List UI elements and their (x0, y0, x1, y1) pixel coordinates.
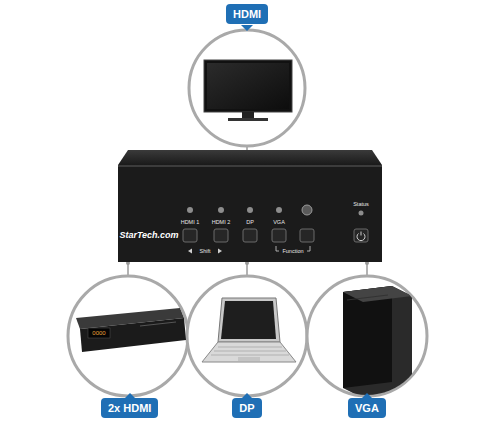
art-shape (243, 229, 257, 242)
art-shape (80, 318, 186, 352)
art-shape (211, 347, 289, 355)
port-label: HDMI 2 (212, 219, 231, 225)
art-shape (187, 276, 307, 396)
art-shape (188, 249, 192, 254)
art-shape (343, 286, 412, 398)
switch-box (118, 150, 382, 262)
port-name: VGA (355, 401, 379, 415)
device-circle (68, 30, 427, 396)
art-shape (238, 357, 260, 361)
port-name: HDMI (233, 7, 261, 21)
set-top-box (76, 308, 186, 352)
tower-pc (343, 286, 412, 398)
art-shape (361, 232, 362, 236)
art-shape (211, 355, 289, 356)
art-shape (228, 118, 268, 121)
art-shape (276, 207, 282, 213)
port-label: HDMI 1 (181, 219, 200, 225)
art-shape (68, 276, 188, 396)
port-label: DP (246, 219, 254, 225)
art-shape (204, 60, 292, 112)
art-shape (359, 211, 364, 216)
art-shape (207, 63, 289, 109)
art-shape (218, 347, 282, 348)
led (187, 205, 364, 216)
port-tag: VGA (348, 398, 386, 418)
push-button (183, 229, 368, 242)
art-shape (118, 150, 382, 165)
port-tag: 2x HDMI (101, 398, 158, 418)
art-shape (218, 207, 224, 213)
art-shape (187, 207, 193, 213)
port-tag: HDMI (226, 4, 268, 24)
display-digits: 0000 (92, 330, 105, 337)
art-shape (88, 328, 110, 338)
shift-arrow (188, 249, 222, 254)
art-shape (118, 165, 382, 262)
art-shape (218, 249, 222, 254)
art-shape (183, 229, 197, 242)
art-shape (343, 286, 412, 302)
art-shape (202, 342, 296, 362)
brand-logo: StarTech.com (119, 231, 178, 241)
power-symbol (357, 232, 365, 241)
art-shape (241, 25, 253, 31)
status-label: Status (353, 201, 369, 207)
art-shape (214, 351, 286, 352)
tv-icon (204, 60, 292, 121)
tab-pointer (124, 25, 373, 399)
art-shape (300, 229, 314, 242)
art-shape (307, 246, 310, 251)
art-shape (302, 205, 312, 215)
art-shape (354, 229, 368, 242)
art-shape (272, 229, 286, 242)
art-shape (214, 229, 228, 242)
art-shape (218, 298, 280, 342)
art-shape (276, 246, 279, 251)
button-label: Function (282, 248, 303, 254)
art-shape (347, 295, 388, 300)
laptop (202, 298, 296, 362)
button-label: Shift (199, 248, 210, 254)
art-shape (189, 30, 305, 146)
art-shape (118, 165, 382, 167)
port-tag: DP (232, 398, 262, 418)
port-name: DP (239, 401, 255, 415)
port-name: 2x HDMI (108, 401, 151, 415)
art-shape (247, 207, 253, 213)
art-shape (242, 112, 254, 118)
art-shape (140, 322, 176, 326)
port-label: VGA (273, 219, 285, 225)
art-shape (221, 301, 276, 339)
